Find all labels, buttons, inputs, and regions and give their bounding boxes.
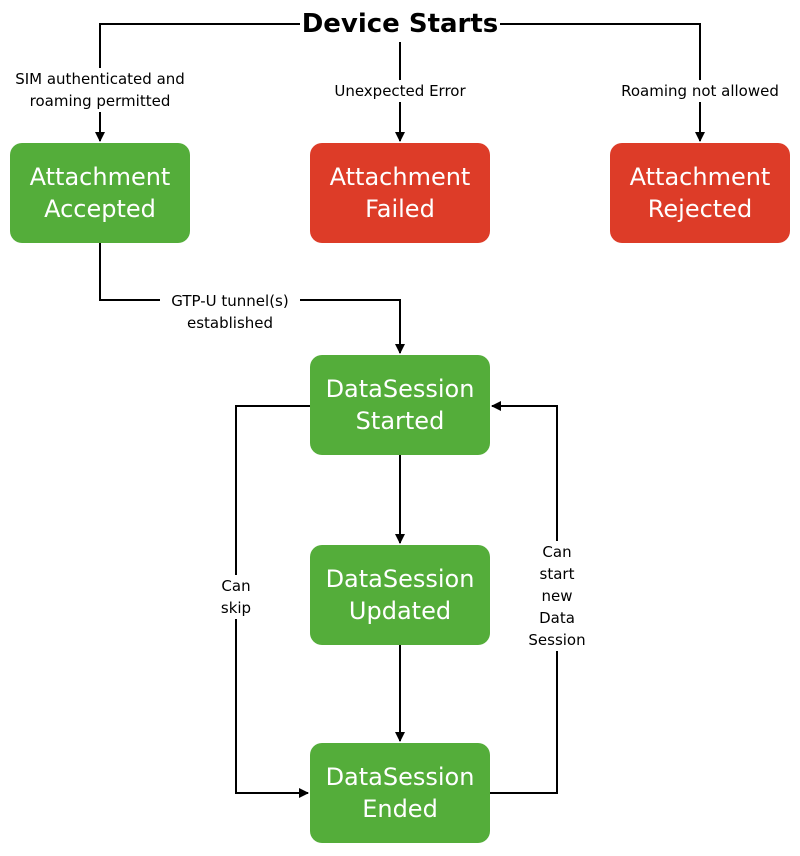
label-line: Can xyxy=(221,577,251,595)
label-line: Can xyxy=(542,543,572,561)
label-line: skip xyxy=(220,599,252,617)
node-label: Rejected xyxy=(647,195,753,223)
node-attachment-rejected: Attachment Rejected xyxy=(610,143,790,243)
node-label: Accepted xyxy=(44,195,156,223)
node-label: Attachment xyxy=(629,163,771,191)
node-datasession-ended: DataSession Ended xyxy=(310,743,490,843)
label-line: roaming permitted xyxy=(29,92,171,110)
node-label: DataSession xyxy=(325,763,475,791)
edge-to-rejected xyxy=(492,23,705,142)
node-label: Attachment xyxy=(29,163,171,191)
node-label: Attachment xyxy=(329,163,471,191)
node-label: DataSession xyxy=(325,375,475,403)
label-roaming-not-allowed: Roaming not allowed xyxy=(605,80,795,102)
label-sim-authenticated: SIM authenticated and roaming permitted xyxy=(2,68,198,112)
label-can-skip: Can skip xyxy=(212,575,260,619)
label-line: Session xyxy=(528,631,586,649)
node-datasession-started: DataSession Started xyxy=(310,355,490,455)
label-line: Unexpected Error xyxy=(334,82,466,100)
label-line: GTP-U tunnel(s) xyxy=(171,292,289,310)
node-attachment-failed: Attachment Failed xyxy=(310,143,490,243)
label-gtp-tunnel: GTP-U tunnel(s) established xyxy=(160,290,300,334)
node-datasession-updated: DataSession Updated xyxy=(310,545,490,645)
label-line: new xyxy=(541,587,573,605)
node-label: DataSession xyxy=(325,565,475,593)
label-line: start xyxy=(539,565,575,583)
node-label: Updated xyxy=(348,597,452,625)
label-start-new-session: Can start new Data Session xyxy=(524,541,590,651)
label-unexpected-error: Unexpected Error xyxy=(320,80,480,102)
label-line: Data xyxy=(539,609,575,627)
node-attachment-accepted: Attachment Accepted xyxy=(10,143,190,243)
node-label: Failed xyxy=(365,195,435,223)
label-line: established xyxy=(186,314,274,332)
node-label: Started xyxy=(355,407,445,435)
label-line: Roaming not allowed xyxy=(621,82,779,100)
label-line: SIM authenticated and xyxy=(15,70,185,88)
diagram-title: Device Starts xyxy=(300,6,500,42)
node-label: Ended xyxy=(362,795,438,823)
